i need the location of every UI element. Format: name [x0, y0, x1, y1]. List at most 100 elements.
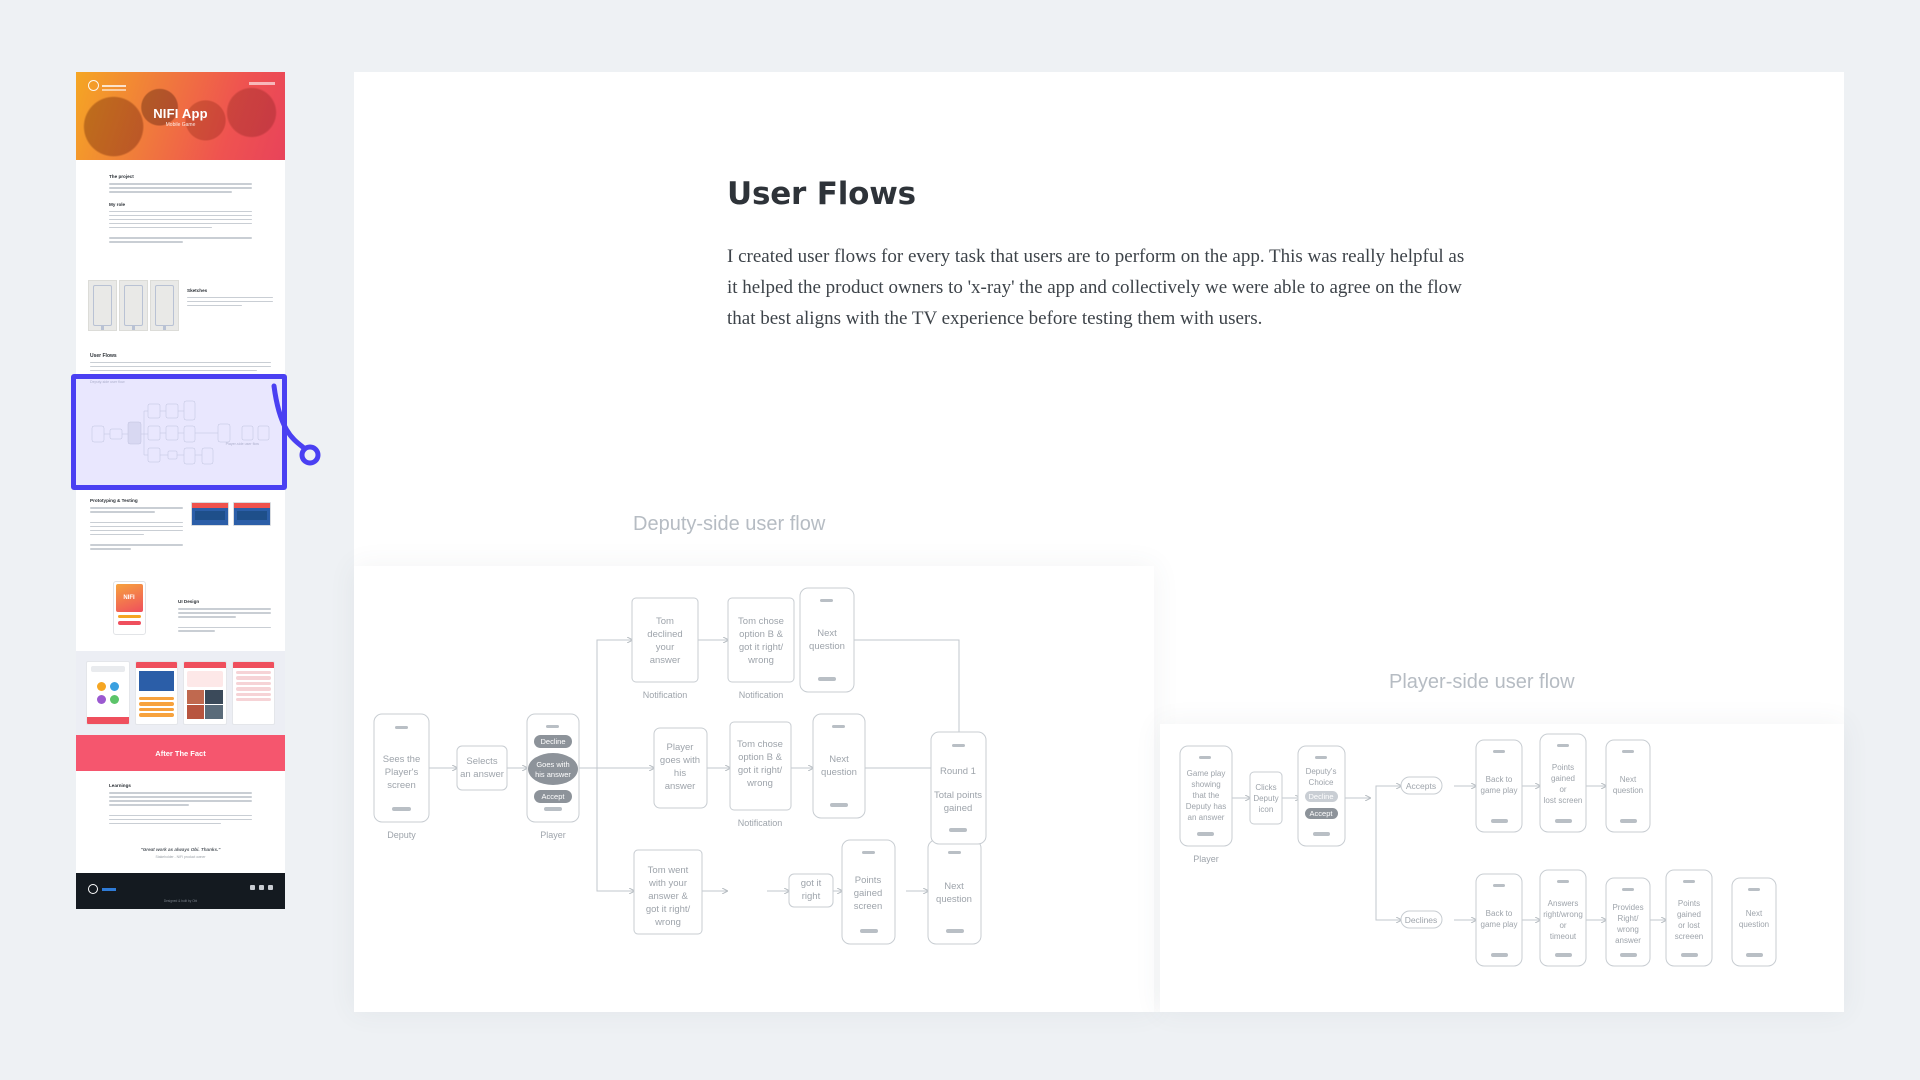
svg-text:Total points: Total points	[934, 790, 982, 801]
player-flow-links	[1232, 786, 1666, 920]
node-round-1-total-points: Round 1 Total points gained	[930, 731, 987, 845]
svg-text:Accepts: Accepts	[1406, 781, 1436, 791]
svg-text:question: question	[1613, 786, 1643, 795]
svg-text:Sees the: Sees the	[383, 754, 421, 765]
thumbnail-quote[interactable]: "Great work as always Obi. Thanks." Stak…	[76, 843, 285, 874]
node-sees-player-screen: Sees the Player's screen Deputy	[373, 713, 430, 840]
thumbnail-userflows[interactable]: User Flows Deputy-side user flow	[76, 340, 285, 487]
svg-text:game play: game play	[1481, 920, 1518, 929]
svg-text:gained: gained	[854, 888, 883, 899]
svg-text:Tom: Tom	[656, 616, 674, 627]
svg-text:Next: Next	[944, 881, 964, 892]
svg-text:wrong: wrong	[746, 778, 773, 789]
svg-text:with your: with your	[648, 878, 687, 889]
node-deputy-choice: Deputy's Choice Decline Accept	[1297, 745, 1346, 847]
svg-text:timeout: timeout	[1550, 932, 1577, 941]
uidesign-heading: UI Design	[178, 598, 200, 604]
thumbnail-hero[interactable]: NIFI App Mobile Game	[76, 72, 285, 160]
deputy-flow-title: Deputy-side user flow	[633, 513, 826, 535]
svg-text:question: question	[821, 767, 857, 778]
node-got-it-right: got it right	[788, 873, 834, 908]
svg-text:Next: Next	[817, 628, 837, 639]
svg-text:or: or	[1559, 921, 1566, 930]
svg-text:icon: icon	[1259, 805, 1274, 814]
svg-text:wrong: wrong	[654, 917, 681, 928]
svg-text:Accept: Accept	[542, 792, 566, 801]
svg-text:question: question	[809, 641, 845, 652]
svg-text:got it right/: got it right/	[739, 642, 784, 653]
svg-text:an answer: an answer	[460, 769, 504, 780]
app-mark: NIFI	[123, 594, 135, 601]
deputy-flow-panel: Sees the Player's screen Deputy Selects …	[354, 566, 1154, 1012]
sketches-heading: Sketches	[187, 287, 208, 293]
svg-text:his answer: his answer	[535, 770, 571, 779]
player-flow-panel: Game play showing that the Deputy has an…	[1160, 724, 1844, 1012]
svg-text:showing: showing	[1191, 780, 1220, 789]
thumbnail-sketches[interactable]: Sketches	[76, 269, 285, 341]
thumbnail-column[interactable]: NIFI App Mobile Game The project My role…	[76, 72, 285, 910]
footer-copyright: Designed & built by Obi	[163, 899, 198, 904]
learnings-heading: Learnings	[109, 783, 131, 789]
svg-text:Points: Points	[855, 875, 882, 886]
node-player-options: Decline Goes with his answer Accept Play…	[526, 713, 580, 840]
node-answers-right-wrong: Answers right/wrong or timeout	[1539, 869, 1587, 967]
svg-text:game play: game play	[1481, 786, 1518, 795]
svg-text:got it right/: got it right/	[738, 765, 783, 776]
svg-text:answer &: answer &	[648, 891, 688, 902]
hero-photo	[76, 72, 285, 160]
thumbnail-cta[interactable]: After The Fact	[76, 735, 285, 772]
svg-text:Back to: Back to	[1486, 909, 1513, 918]
deputy-flow-diagram: Sees the Player's screen Deputy Selects …	[373, 587, 987, 945]
node-next-question-3: Next question	[927, 839, 982, 945]
thumbnail-gallery[interactable]	[76, 651, 285, 736]
player-flow-title: Player-side user flow	[1389, 671, 1575, 693]
thumbnail-learnings[interactable]: Learnings	[76, 771, 285, 844]
intro-body-1	[109, 183, 252, 193]
hero-title: NIFI App	[153, 106, 208, 121]
svg-text:Decline: Decline	[1308, 792, 1333, 801]
svg-text:Notification: Notification	[738, 818, 783, 828]
node-player-goes-with-answer: Player goes with his answer	[653, 727, 708, 809]
intro-heading-2: My role	[109, 201, 126, 207]
svg-text:Goes with: Goes with	[536, 760, 569, 769]
thumb-userflows-body	[90, 361, 271, 372]
gallery-item	[86, 661, 130, 726]
svg-text:Player: Player	[540, 830, 566, 840]
node-tom-chose-option-b-2: Tom chose option B & got it right/ wrong…	[729, 721, 792, 828]
sketch-caption: Sketches	[187, 280, 273, 316]
node-points-gained-or-lost-1: Points gained or lost screen	[1539, 733, 1587, 833]
app-phone-mockup: NIFI	[112, 580, 146, 635]
svg-text:Choice: Choice	[1309, 778, 1334, 787]
thumb-deputy-label: Deputy-side user flow	[90, 380, 125, 385]
svg-text:wrong: wrong	[1616, 925, 1639, 934]
proto-videos	[191, 498, 271, 559]
svg-text:screeen: screeen	[1675, 932, 1703, 941]
svg-text:Notification: Notification	[739, 690, 784, 700]
svg-text:goes with: goes with	[660, 755, 700, 766]
page-title: User Flows	[727, 176, 916, 212]
thumbnail-footer[interactable]: Designed & built by Obi	[76, 873, 285, 910]
thumb-flow-mini	[90, 396, 271, 470]
thumbnail-prototyping[interactable]: Prototyping & Testing	[76, 486, 285, 571]
svg-text:question: question	[936, 894, 972, 905]
node-tom-went-with-your-answer: Tom went with your answer & got it right…	[633, 849, 703, 935]
thumbnail-uidesign[interactable]: NIFI UI Design	[76, 570, 285, 652]
gallery-item	[183, 661, 227, 726]
svg-text:Declines: Declines	[1405, 915, 1438, 925]
svg-text:Game play: Game play	[1187, 769, 1226, 778]
svg-text:Clicks: Clicks	[1255, 783, 1276, 792]
node-game-play: Game play showing that the Deputy has an…	[1179, 745, 1233, 864]
hero-nav	[249, 82, 275, 85]
node-clicks-deputy-icon: Clicks Deputy icon	[1249, 771, 1283, 825]
node-selects-an-answer: Selects an answer	[456, 745, 508, 791]
node-next-question-accept: Next question	[1605, 739, 1651, 833]
gallery-item	[134, 661, 178, 726]
svg-text:wrong: wrong	[747, 655, 774, 666]
node-next-question-2: Next question	[812, 713, 866, 819]
svg-text:Next: Next	[829, 754, 849, 765]
thumbnail-intro[interactable]: The project My role	[76, 160, 285, 270]
node-next-question-1: Next question	[799, 587, 855, 693]
intro-body-2	[109, 210, 252, 229]
svg-text:answer: answer	[665, 781, 696, 792]
